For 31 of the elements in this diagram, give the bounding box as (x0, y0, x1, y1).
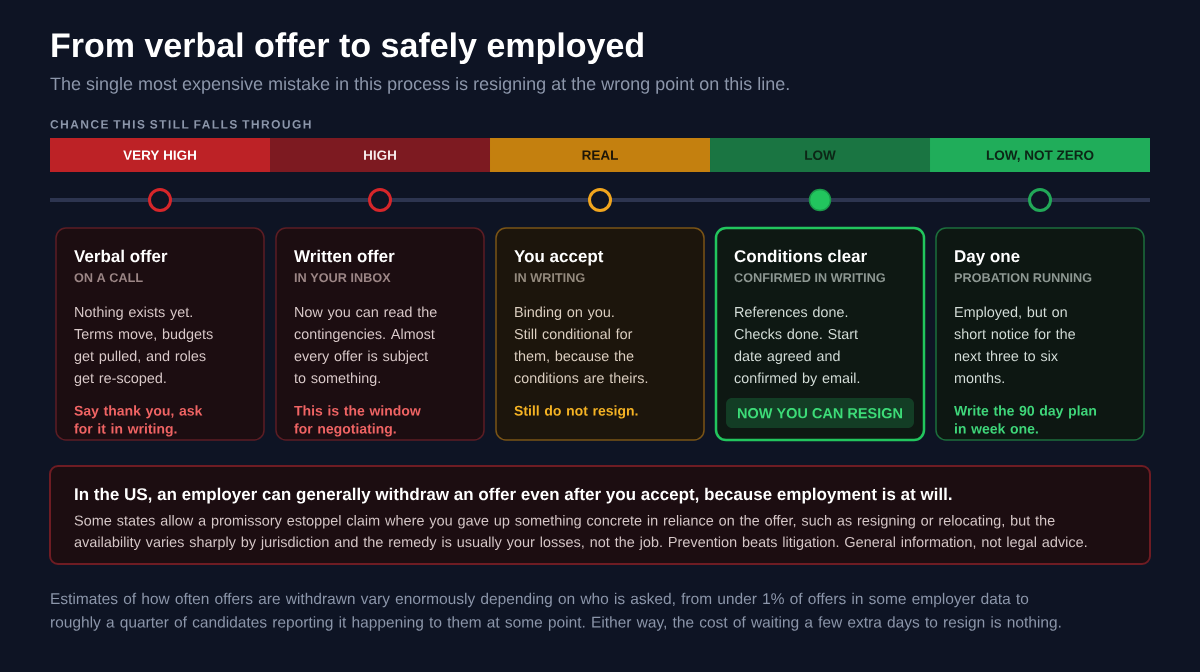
card-subtitle: IN WRITING (514, 273, 585, 283)
card-title: Written offer (294, 249, 395, 263)
card-text: Binding on you. Still conditional for them, because the conditions are theirs. (514, 306, 648, 384)
risk-band: LOW, NOT ZERO (930, 138, 1150, 172)
section-label: CHANCE THIS STILL FALLS THROUGH (50, 120, 311, 129)
warning-heading: In the US, an employer can generally withdraw an offer even after you accept, because employment is at will. (75, 487, 952, 504)
card-tip: This is the window for negotiating. (294, 405, 421, 437)
risk-band: REAL (490, 138, 710, 172)
subtitle: The single most expensive mistake in this process is resigning at the wrong point on this line. (50, 76, 789, 94)
card-subtitle: PROBATION RUNNING (954, 273, 1092, 283)
card-title: You accept (514, 250, 604, 266)
risk-band: VERY HIGH (50, 138, 270, 172)
card-text: References done. Checks done. Start date agreed and confirmed by email. (734, 306, 860, 386)
card-tip: Write the 90 day plan in week one. (954, 405, 1096, 434)
card-subtitle: ON A CALL (74, 273, 143, 283)
card-tip: Still do not resign. (514, 405, 638, 419)
card-text: Employed, but on short notice for the next three to six months. (954, 306, 1075, 384)
status-banner: NOW YOU CAN RESIGN (726, 398, 914, 428)
title: From verbal offer to safely employed (52, 32, 643, 65)
card-text: Nothing exists yet. Terms move, budgets get pulled, and roles get re-scoped. (74, 306, 213, 386)
card-title: Verbal offer (74, 249, 168, 263)
card-title: Conditions clear (734, 249, 867, 263)
risk-band: LOW (710, 138, 930, 172)
card-subtitle: IN YOUR INBOX (294, 273, 391, 283)
card-text: Now you can read the contingencies. Almost every offer is subject to something. (294, 306, 437, 386)
card-title: Day one (955, 250, 1020, 266)
footnote: Estimates of how often offers are withdrawn vary enormously depending on who is asked, from under 1% of offers in some employer data to roughly a quarter of candidates reporting it happening to them at some point. Either way, the cost of waiting a few extra days to resign is nothing. (51, 592, 1061, 631)
risk-band: HIGH (270, 138, 490, 172)
card-tip: Say thank you, ask for it in writing. (74, 405, 203, 437)
warning-text: Some states allow a promissory estoppel claim where you gave up something concrete in reliance on the offer, such as resigning or relocating, but the availability varies sharply by jurisdiction and the remedy is usually your losses, not the job. Prevention beats litigation. General information, not legal advice. (74, 515, 1087, 550)
card-subtitle: CONFIRMED IN WRITING (734, 273, 885, 283)
